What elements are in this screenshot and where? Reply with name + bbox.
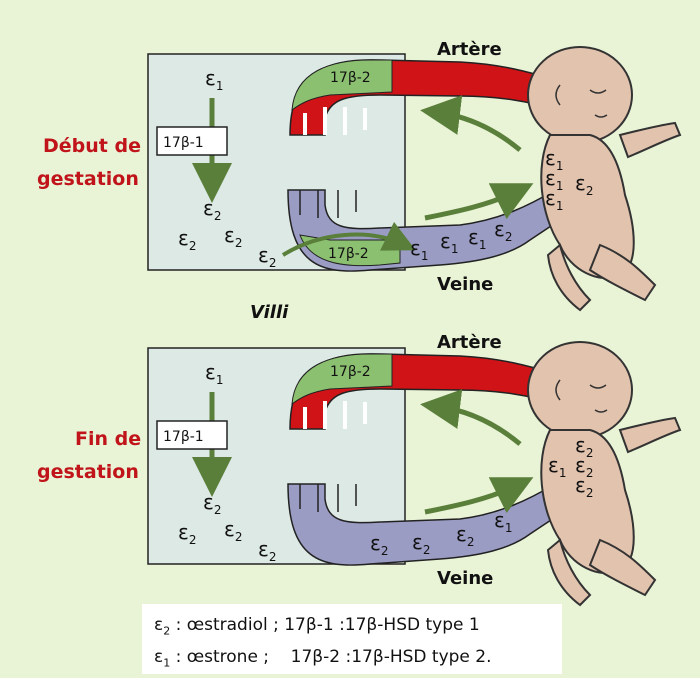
- enzyme-label-2-artery: 17β-2: [330, 70, 371, 86]
- estradiol-label: ε2: [203, 196, 221, 223]
- estrone-label: ε1: [545, 146, 563, 173]
- vein: [287, 482, 561, 566]
- arrow-to-fetus: [424, 183, 534, 221]
- estradiol-label: ε2: [575, 473, 593, 500]
- enzyme-zone-artery: [291, 353, 393, 406]
- estradiol-label: ε2: [178, 226, 196, 253]
- estradiol-label: ε2: [575, 433, 593, 460]
- arrow-to-placenta: [420, 389, 522, 446]
- diffusion-arrow: [281, 221, 416, 257]
- estradiol-label: ε2: [178, 520, 196, 547]
- estrone-label: ε1: [205, 360, 223, 387]
- early-panel: 17β-1 17β-2 17β-2 ε1 ε2 ε2 ε2 ε2 ε1 ε1 ε…: [37, 39, 681, 311]
- artery-label: Artère: [437, 39, 502, 60]
- estradiol-label: ε2: [494, 217, 512, 244]
- estradiol-label: ε2: [258, 537, 276, 564]
- stage-label-line1: Fin de: [75, 428, 141, 450]
- arrow-to-fetus: [424, 477, 534, 515]
- estrone-label: ε1: [548, 453, 566, 480]
- enzyme-box-1: [156, 420, 228, 450]
- estradiol-label: ε2: [575, 453, 593, 480]
- estrone-label: ε1: [545, 186, 563, 213]
- enzyme-label-1: 17β-1: [163, 429, 204, 445]
- vein-label: Veine: [437, 274, 493, 295]
- villi-label: Villi: [250, 302, 289, 323]
- arrow-to-placenta: [420, 95, 522, 152]
- estradiol-label: ε2: [370, 531, 388, 558]
- legend-line-estrone: ε1 : œstrone ; 17β-2 :17β-HSD type 2.: [154, 647, 492, 670]
- enzyme-label-1: 17β-1: [163, 135, 204, 151]
- enzyme-zone-artery: [291, 59, 393, 112]
- estradiol-label: ε2: [575, 171, 593, 198]
- artery-label: Artère: [437, 332, 502, 353]
- vein-label: Veine: [437, 568, 493, 589]
- legend: ε2 : œstradiol ; 17β-1 :17β-HSD type 1 ε…: [142, 604, 562, 674]
- enzyme-label-2-artery: 17β-2: [330, 364, 371, 380]
- estradiol-label: ε2: [258, 243, 276, 270]
- estrone-label: ε1: [440, 229, 458, 256]
- legend-line-estradiol: ε2 : œstradiol ; 17β-1 :17β-HSD type 1: [154, 615, 480, 638]
- estradiol-label: ε2: [456, 522, 474, 549]
- enzyme-zone-vein: [299, 234, 401, 267]
- estrone-label: ε1: [468, 225, 486, 252]
- late-panel: 17β-1 17β-2 ε1 ε2 ε2 ε2 ε2 ε2 ε2 ε2 ε1 ε…: [37, 332, 681, 606]
- estradiol-label: ε2: [203, 490, 221, 517]
- estradiol-label: ε2: [412, 530, 430, 557]
- stage-label-line2: gestation: [37, 461, 139, 483]
- estradiol-label: ε2: [224, 517, 242, 544]
- stage-label-line2: gestation: [37, 168, 139, 190]
- estrone-label: ε1: [545, 166, 563, 193]
- estradiol-label: ε2: [224, 223, 242, 250]
- enzyme-box-1: [156, 126, 228, 156]
- enzyme-label-2-vein: 17β-2: [328, 246, 369, 262]
- estrone-label: ε1: [410, 236, 428, 263]
- stage-label-line1: Début de: [43, 135, 141, 157]
- estrone-label: ε1: [494, 508, 512, 535]
- estrone-label: ε1: [205, 66, 223, 93]
